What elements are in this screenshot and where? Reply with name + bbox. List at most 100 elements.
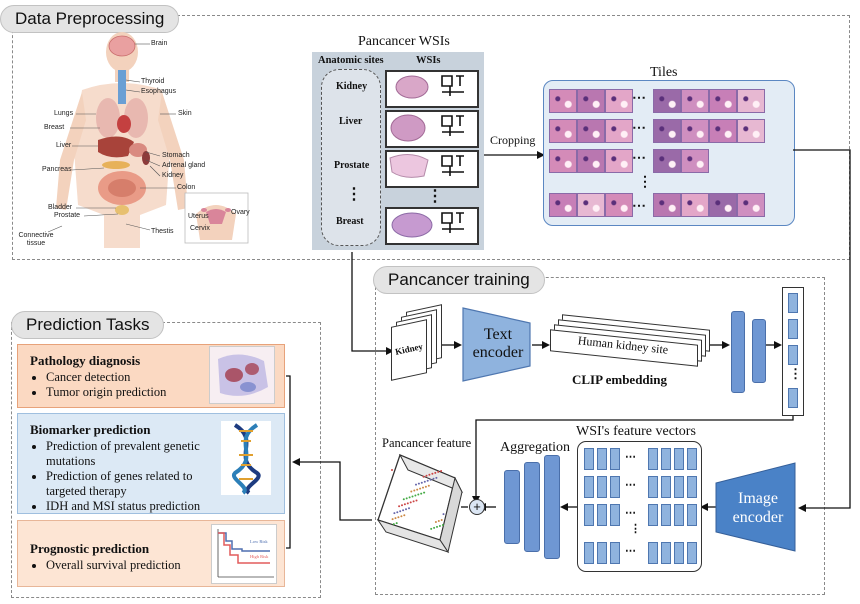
embedding-vdots: ⋮ <box>789 366 802 381</box>
task-pathology-title: Pathology diagnosis <box>30 353 141 368</box>
plus-operator: + <box>469 499 485 515</box>
task-biomarker-title: Biomarker prediction <box>30 422 151 437</box>
prediction-tasks-label: Prediction Tasks <box>11 311 165 339</box>
feature-vector <box>584 448 594 470</box>
histology-tile <box>549 193 577 217</box>
task-prognostic-item: Overall survival prediction <box>46 558 272 573</box>
feature-vector <box>687 504 697 526</box>
aggregation-bar-2 <box>524 462 540 552</box>
feature-vectors-title: WSI's feature vectors <box>576 424 696 439</box>
feature-vector <box>597 504 607 526</box>
histology-tile <box>709 119 737 143</box>
organ-label-prostate: Prostate <box>54 212 81 219</box>
feature-vector <box>584 504 594 526</box>
clip-bar-1 <box>731 311 745 393</box>
feature-vectors-panel: ⋯ ⋯ ⋯ ⋮ ⋯ <box>577 441 702 572</box>
feature-vector <box>661 476 671 498</box>
km-low-risk: Low Risk <box>250 539 268 544</box>
organ-label-stomach: Stomach <box>162 152 190 159</box>
histology-tile <box>605 149 633 173</box>
tiles-ellipsis-3: ⋯ <box>632 149 646 165</box>
histology-tile <box>653 89 681 113</box>
histology-tile <box>577 193 605 217</box>
fv-ellipsis-3: ⋯ <box>625 507 636 519</box>
col-header-wsis: WSIs <box>416 55 441 66</box>
data-preprocessing-label: Data Preprocessing <box>0 5 180 33</box>
wsi-kidney <box>385 70 479 108</box>
histology-tile <box>653 149 681 173</box>
organ-label-cervix: Cervix <box>190 225 210 232</box>
site-kidney: Kidney <box>336 81 368 92</box>
histology-tile <box>549 89 577 113</box>
text-card-stack: Kidney <box>391 304 442 381</box>
organ-label-breast: Breast <box>44 124 65 131</box>
feature-vector <box>661 504 671 526</box>
feature-vector <box>674 476 684 498</box>
pancancer-feature-label: Pancancer feature <box>382 436 472 450</box>
pathology-thumbnail <box>209 346 275 404</box>
site-prostate: Prostate <box>334 160 370 171</box>
feature-vector <box>597 448 607 470</box>
wsi-liver <box>385 110 479 148</box>
organ-label-colon: Colon <box>177 184 196 191</box>
fv-ellipsis-1: ⋯ <box>625 451 636 463</box>
prediction-tasks-frame <box>11 322 321 598</box>
histology-tile <box>681 193 709 217</box>
feature-vector <box>674 542 684 564</box>
aggregation-bar-1 <box>504 470 520 544</box>
site-liver: Liver <box>339 116 363 127</box>
km-high-risk: High Risk <box>250 554 269 559</box>
histology-tile <box>577 89 605 113</box>
histology-tile <box>737 193 765 217</box>
clip-embedding-label: CLIP embedding <box>572 372 667 387</box>
organ-label-brain: Brain <box>151 40 168 47</box>
feature-vector <box>610 504 620 526</box>
histology-tile <box>605 119 633 143</box>
task-pathology-item: Cancer detection <box>46 370 272 385</box>
wsi-prostate <box>385 150 479 188</box>
feature-vector <box>610 542 620 564</box>
organ-label-lungs: Lungs <box>54 110 74 117</box>
image-encoder-label: Image encoder <box>732 490 784 526</box>
tiles-ellipsis-2: ⋯ <box>632 119 646 135</box>
feature-vector <box>674 504 684 526</box>
site-vdots: ⋮ <box>346 186 362 203</box>
histology-tile <box>653 119 681 143</box>
organ-label-skin: Skin <box>178 110 192 117</box>
task-biomarker-item: Prediction of genes related to targeted … <box>46 469 218 499</box>
feature-vector <box>648 542 658 564</box>
feature-vector <box>610 448 620 470</box>
histology-tile <box>549 119 577 143</box>
organ-label-liver: Liver <box>56 142 72 149</box>
wsi-panel: Anatomic sites WSIs Kidney Liver Prostat… <box>312 52 484 250</box>
histology-tile <box>737 119 765 143</box>
feature-vector <box>661 448 671 470</box>
km-curve-thumbnail: Low Risk High Risk <box>211 524 277 584</box>
organ-label-uterus: Uterus <box>188 213 209 220</box>
tiles-vdots: ⋮ <box>638 173 652 189</box>
histology-tile <box>549 149 577 173</box>
dna-helix-icon <box>221 421 271 495</box>
wsi-panel-title: Pancancer WSIs <box>358 34 450 49</box>
organ-label-thestis: Thestis <box>151 228 174 235</box>
feature-vector <box>584 542 594 564</box>
feature-vector <box>648 448 658 470</box>
fv-ellipsis-4: ⋯ <box>625 545 636 557</box>
histology-tile <box>737 89 765 113</box>
aggregation-label: Aggregation <box>500 440 570 455</box>
feature-vector <box>661 542 671 564</box>
tiles-panel: ⋯ ⋯ ⋯ ⋮ ⋯ <box>543 80 795 226</box>
histology-tile <box>605 193 633 217</box>
feature-vector <box>687 476 697 498</box>
feature-vector <box>674 448 684 470</box>
cropping-label: Cropping <box>490 133 536 147</box>
organ-label-esophagus: Esophagus <box>141 88 177 95</box>
tiles-title: Tiles <box>650 65 678 80</box>
wsi-breast <box>385 207 479 245</box>
feature-vector <box>687 542 697 564</box>
histology-tile <box>577 149 605 173</box>
wsi-vdots: ⋮ <box>427 188 443 205</box>
histology-tile <box>681 119 709 143</box>
sites-column <box>321 69 381 246</box>
tiles-ellipsis-1: ⋯ <box>632 89 646 105</box>
